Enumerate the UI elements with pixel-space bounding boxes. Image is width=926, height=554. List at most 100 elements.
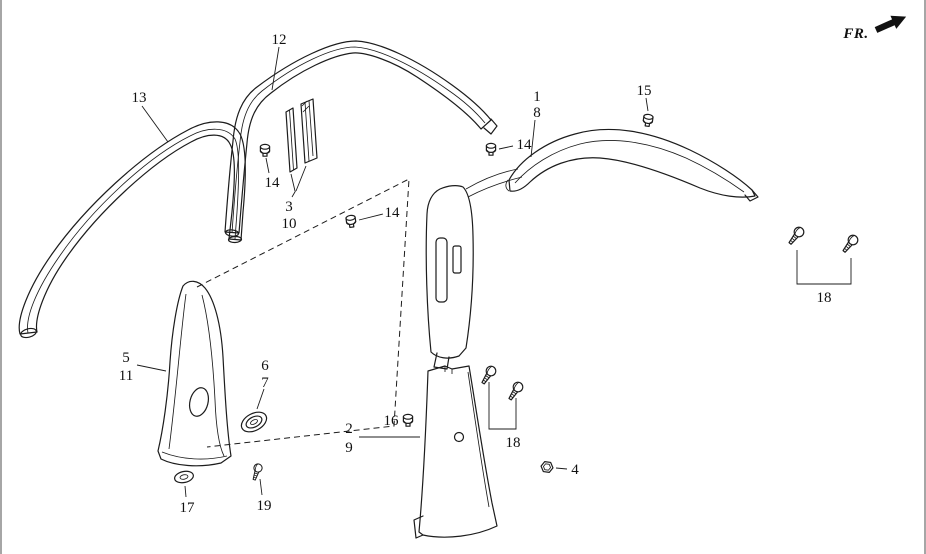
seal-band-outline	[18, 121, 246, 335]
leader-1-8	[530, 119, 536, 158]
strip-outline	[300, 98, 318, 164]
callout-12: 12	[272, 32, 287, 48]
strip-crease	[289, 109, 294, 171]
grommet-outer	[240, 411, 268, 433]
bolt-hex-inner	[542, 463, 552, 471]
grommet-17	[174, 470, 194, 484]
bolt-hex-head	[540, 461, 554, 473]
callout-18-center: 18	[506, 435, 521, 451]
callout-1: 1	[533, 89, 541, 105]
callout-14-sash: 14	[265, 175, 281, 191]
fr-label: FR.	[842, 26, 868, 42]
screw-19	[249, 462, 264, 482]
leader-13	[141, 105, 169, 143]
callout-10: 10	[282, 216, 297, 232]
leader-14-sash	[265, 157, 270, 174]
callout-16: 16	[384, 413, 400, 429]
leader-lines	[136, 46, 649, 498]
bracket-line	[488, 382, 517, 430]
callout-11: 11	[119, 368, 133, 384]
leader-12	[271, 46, 280, 91]
callout-5: 5	[122, 350, 130, 366]
clip-14-belt	[345, 214, 358, 229]
roofline	[465, 168, 523, 198]
clip-14-sash	[259, 143, 271, 157]
leader-6-7	[256, 388, 265, 410]
garnish-crease	[514, 140, 745, 193]
door-reference-dashed-outline	[196, 178, 410, 448]
strip-hatch	[301, 100, 310, 113]
rear-door-opening-seal	[224, 40, 498, 237]
pillar-foot-tab	[433, 352, 450, 370]
roof-side-garnish	[505, 128, 759, 202]
callout-14-belt: 14	[385, 205, 401, 221]
fr-direction-indicator: FR.	[842, 15, 907, 42]
callout-9: 9	[345, 440, 353, 456]
bolt-4	[540, 461, 554, 473]
callout-7: 7	[261, 375, 269, 391]
seal-end-hook	[483, 118, 498, 135]
front-garnish-crease	[168, 293, 187, 450]
callout-18-right: 18	[817, 290, 832, 306]
leader-4	[555, 467, 568, 470]
screw-icon	[505, 379, 526, 403]
screw-icon	[478, 363, 499, 387]
center-pillar-upper-garnish	[425, 168, 523, 370]
leader-15	[645, 97, 649, 112]
seal-band-outline	[224, 40, 492, 234]
grommet-6-7	[240, 411, 268, 433]
callout-13: 13	[132, 90, 147, 106]
clip-14-roof	[485, 142, 497, 156]
seal-band-crease	[27, 128, 240, 334]
garnish-oval-hole	[188, 387, 210, 417]
bracket-line	[796, 250, 852, 285]
strip-outline	[285, 107, 298, 173]
lower-garnish-crease	[467, 371, 490, 508]
callout-4: 4	[571, 462, 579, 478]
leader-14-belt	[358, 213, 384, 221]
callout-17: 17	[180, 500, 196, 516]
screw-set-18-right	[785, 224, 861, 285]
seal-end-cap	[20, 327, 37, 339]
belt-slot	[435, 237, 448, 303]
lower-garnish-foot	[413, 515, 424, 539]
callouts: 12 13 1 8 15 14 14 3 10 14 5 11 6 7 2 9 …	[119, 32, 832, 516]
grommet-hole	[179, 474, 189, 480]
callout-14-roof: 14	[517, 137, 533, 153]
center-pillar-lower-garnish	[413, 365, 498, 539]
clip-16	[402, 413, 414, 427]
strip-crease	[304, 100, 314, 162]
front-door-opening-seal	[18, 121, 246, 339]
leader-14-roof	[498, 145, 514, 150]
clip-15	[641, 113, 654, 128]
grommet-outer	[174, 470, 194, 484]
callout-6: 6	[261, 358, 269, 374]
screw-icon	[839, 232, 861, 255]
fastener-hole	[453, 431, 465, 443]
garnish-outline	[508, 128, 756, 198]
fr-arrow-icon	[874, 15, 907, 33]
front-garnish-bottom-edge	[161, 451, 228, 460]
lower-garnish-outline	[418, 365, 498, 538]
lower-garnish-notch	[444, 366, 453, 374]
front-pillar-garnish	[157, 280, 232, 467]
garnish-tip-fold	[744, 189, 759, 202]
callout-8: 8	[533, 105, 541, 121]
callout-19: 19	[257, 498, 272, 514]
sash-garnish-strips	[285, 98, 318, 173]
leader-3-10	[290, 165, 307, 198]
callout-15: 15	[637, 83, 652, 99]
leader-5-11	[136, 364, 167, 372]
leader-19	[259, 478, 263, 496]
screw-set-18-center	[478, 363, 526, 430]
pillar-outline	[425, 185, 474, 359]
pillar-recess	[452, 245, 462, 274]
front-garnish-crease	[201, 294, 225, 457]
screw-icon	[785, 224, 807, 247]
front-garnish-outline	[157, 280, 232, 467]
grommet-hole	[250, 419, 258, 425]
leader-17	[184, 485, 187, 498]
grommet-mid	[245, 415, 263, 429]
